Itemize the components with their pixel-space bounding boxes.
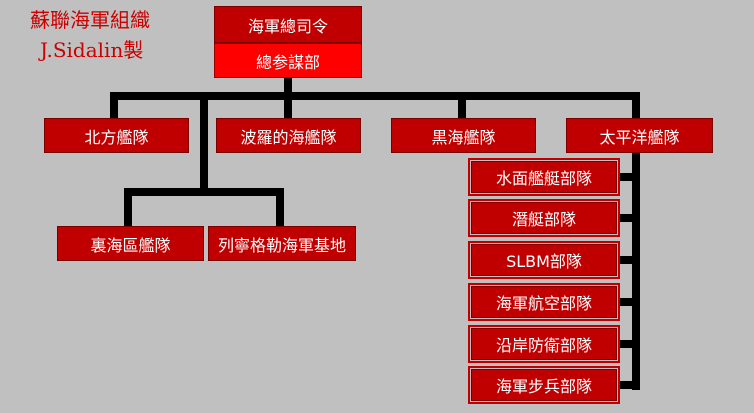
unit-slbm-label: SLBM部隊 bbox=[506, 252, 582, 271]
pacific-tick-4 bbox=[616, 298, 636, 306]
hq-staff-box: 總参謀部 bbox=[214, 43, 362, 78]
unit-submarines-label: 潛艇部隊 bbox=[511, 210, 576, 229]
hq-stem bbox=[284, 78, 292, 96]
unit-submarines: 潛艇部隊 bbox=[471, 202, 617, 234]
hq-commander-box: 海軍總司令 bbox=[214, 6, 362, 43]
fleet-northern-label: 北方艦隊 bbox=[84, 127, 149, 147]
chart-author: J.Sidalin製 bbox=[40, 38, 144, 62]
hq-commander-label: 海軍總司令 bbox=[247, 16, 328, 36]
unit-coastal-defense-label: 沿岸防衛部隊 bbox=[495, 336, 592, 355]
fleet-baltic-label: 波羅的海艦隊 bbox=[240, 127, 337, 147]
caspian-drop bbox=[124, 188, 132, 230]
baltic-sub-bus bbox=[124, 188, 284, 196]
fleet-pacific-label: 太平洋艦隊 bbox=[599, 127, 680, 147]
pacific-tick-2 bbox=[616, 214, 636, 222]
baltic-sub-stem bbox=[200, 100, 208, 196]
unit-naval-aviation-label: 海軍航空部隊 bbox=[495, 294, 592, 313]
unit-naval-aviation: 海軍航空部隊 bbox=[471, 286, 617, 318]
pacific-drop bbox=[632, 92, 640, 118]
unit-leningrad-base: 列寧格勒海軍基地 bbox=[208, 226, 356, 261]
unit-surface-ships: 水面艦艇部隊 bbox=[471, 161, 617, 193]
unit-naval-infantry-label: 海軍步兵部隊 bbox=[495, 377, 592, 396]
unit-naval-infantry: 海軍步兵部隊 bbox=[471, 369, 617, 401]
pacific-spine bbox=[632, 150, 640, 390]
pacific-tick-5 bbox=[616, 340, 636, 348]
north-drop bbox=[110, 92, 118, 118]
fleet-pacific: 太平洋艦隊 bbox=[566, 118, 713, 153]
unit-coastal-defense: 沿岸防衛部隊 bbox=[471, 328, 617, 360]
fleet-northern: 北方艦隊 bbox=[44, 118, 189, 153]
pacific-tick-1 bbox=[616, 173, 636, 181]
pacific-tick-6 bbox=[616, 381, 636, 389]
hq-staff-label: 總参謀部 bbox=[255, 52, 320, 72]
fleet-black-sea-label: 黒海艦隊 bbox=[431, 127, 496, 147]
fleet-bus bbox=[110, 92, 640, 100]
black-sea-drop bbox=[458, 92, 466, 118]
fleet-baltic: 波羅的海艦隊 bbox=[216, 118, 361, 153]
chart-title: 蘇聯海軍組織 bbox=[30, 8, 150, 32]
leningrad-drop bbox=[276, 188, 284, 230]
fleet-black-sea: 黒海艦隊 bbox=[391, 118, 536, 153]
baltic-drop bbox=[284, 92, 292, 118]
pacific-tick-3 bbox=[616, 256, 636, 264]
unit-caspian-flotilla-label: 裏海區艦隊 bbox=[90, 235, 171, 255]
unit-caspian-flotilla: 裏海區艦隊 bbox=[57, 226, 204, 261]
unit-surface-ships-label: 水面艦艇部隊 bbox=[495, 169, 592, 188]
unit-leningrad-base-label: 列寧格勒海軍基地 bbox=[217, 235, 346, 255]
unit-slbm: SLBM部隊 bbox=[471, 244, 617, 276]
